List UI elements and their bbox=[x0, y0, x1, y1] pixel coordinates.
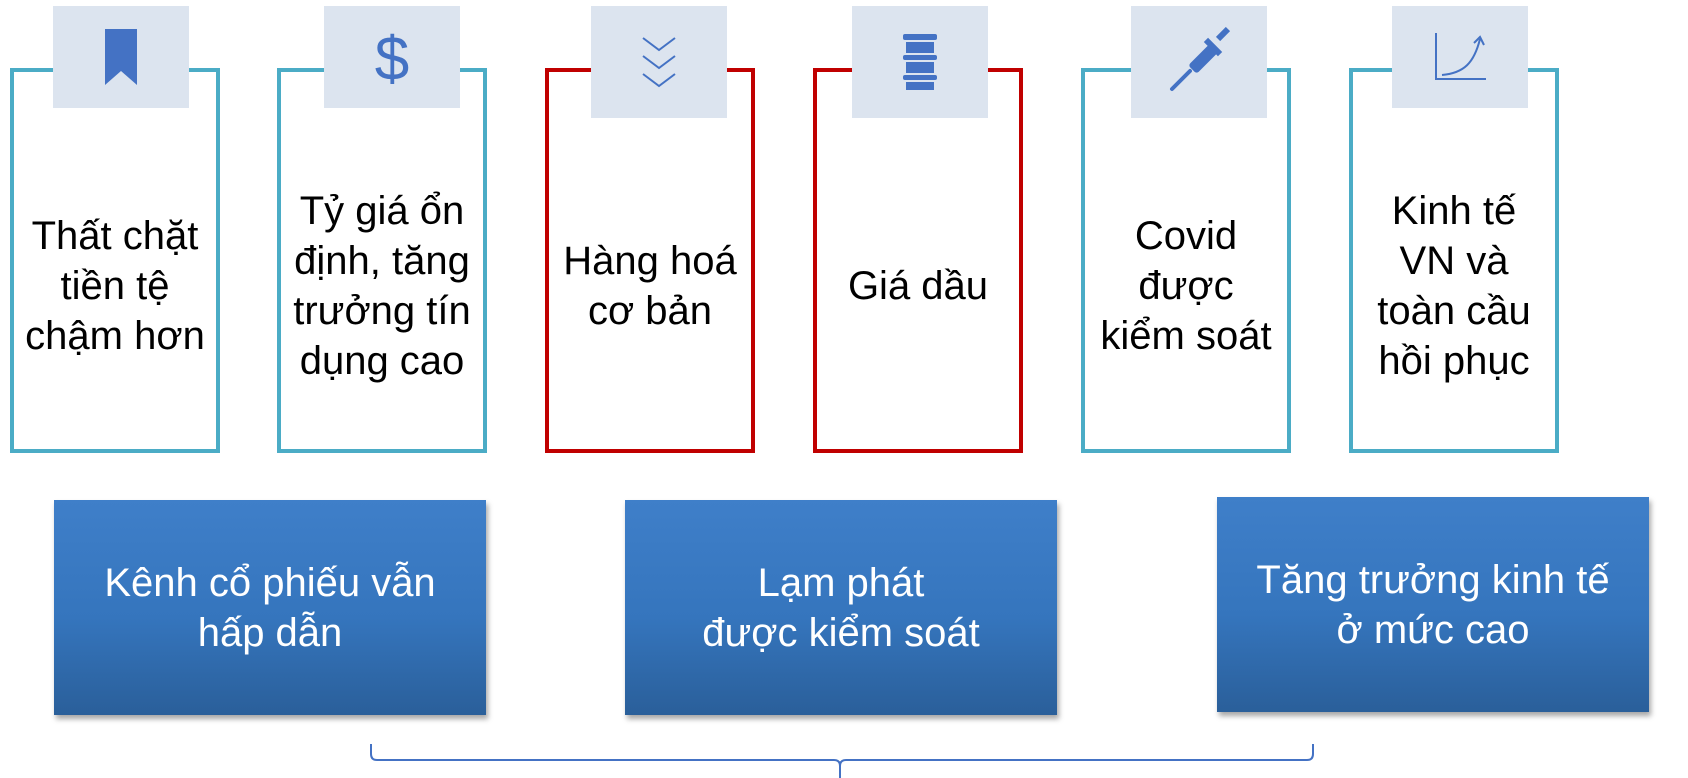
dollar-icon: $ bbox=[324, 6, 460, 108]
factor-card-recovery: Kinh tế VN và toàn cầu hồi phục bbox=[1349, 68, 1559, 453]
svg-text:$: $ bbox=[375, 25, 409, 92]
grouping-brace bbox=[370, 744, 1314, 778]
outcome-text: Kênh cổ phiếu vẫn hấp dẫn bbox=[104, 560, 436, 655]
outcome-box-growth: Tăng trưởng kinh tế ở mức cao bbox=[1217, 497, 1649, 712]
factor-card-monetary: Thất chặt tiền tệ chậm hơn bbox=[10, 68, 220, 453]
factor-text: Covid được kiểm soát bbox=[1100, 213, 1272, 358]
outcome-box-inflation: Lạm phát được kiểm soát bbox=[625, 500, 1057, 715]
syringe-icon bbox=[1131, 6, 1267, 118]
chevron-down-icon bbox=[591, 6, 727, 118]
factor-card-exchange-rate: Tỷ giá ổn định, tăng trưởng tín dụng cao bbox=[277, 68, 487, 453]
factor-card-commodities: Hàng hoá cơ bản bbox=[545, 68, 755, 453]
growth-chart-icon bbox=[1392, 6, 1528, 108]
bookmark-icon bbox=[53, 6, 189, 108]
outcome-box-stocks: Kênh cổ phiếu vẫn hấp dẫn bbox=[54, 500, 486, 715]
factor-text: Kinh tế VN và toàn cầu hồi phục bbox=[1377, 188, 1531, 383]
factor-card-oil-price: Giá dầu bbox=[813, 68, 1023, 453]
oil-barrel-icon bbox=[852, 6, 988, 118]
factor-card-covid: Covid được kiểm soát bbox=[1081, 68, 1291, 453]
outcome-text: Lạm phát được kiểm soát bbox=[702, 560, 980, 655]
factor-text: Giá dầu bbox=[847, 263, 989, 308]
outcome-text: Tăng trưởng kinh tế ở mức cao bbox=[1256, 557, 1610, 652]
factor-text: Hàng hoá cơ bản bbox=[563, 238, 737, 333]
factor-text: Thất chặt tiền tệ chậm hơn bbox=[25, 213, 205, 358]
factor-text: Tỷ giá ổn định, tăng trưởng tín dụng cao bbox=[293, 188, 471, 383]
